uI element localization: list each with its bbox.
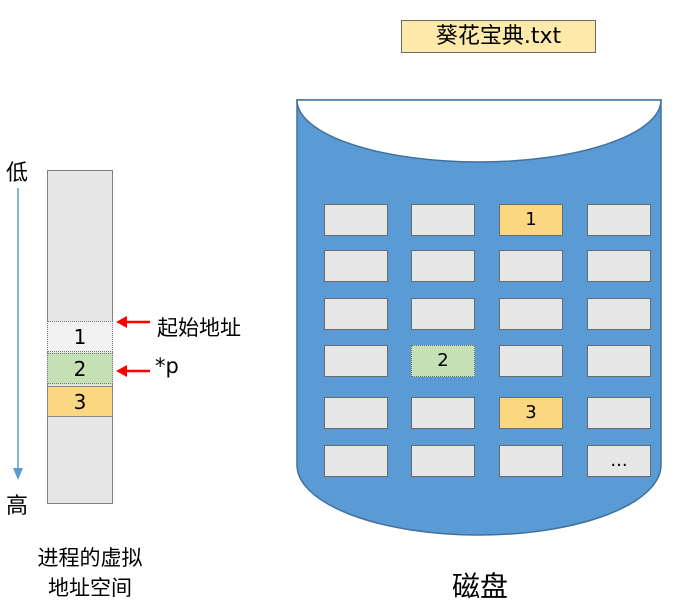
mapped-segment-1: 1: [47, 321, 113, 352]
disk-block-r3-c2: [411, 298, 475, 330]
virtual-space-caption-line1: 进程的虚拟: [37, 546, 143, 570]
disk-block-r4-c1: [324, 345, 388, 377]
low-address-label: 低: [6, 161, 29, 186]
pointer-arrowhead: [116, 365, 127, 377]
disk-block-r4-c3: [499, 345, 563, 377]
disk-block-r1-c2: [411, 204, 475, 236]
disk-block-r5-c3: 3: [499, 397, 563, 429]
disk-block-r2-c1: [324, 250, 388, 282]
disk-block-r1-c1: [324, 204, 388, 236]
disk-block-r5-c2: [411, 397, 475, 429]
disk-block-r2-c3: [499, 250, 563, 282]
disk-block-r3-c3: [499, 298, 563, 330]
disk-block-r6-c2: [411, 445, 475, 477]
disk-block-r4-c4: [587, 345, 651, 377]
disk-block-r5-c4: [587, 397, 651, 429]
disk-caption: 磁盘: [452, 570, 509, 603]
disk-block-r4-c2: 2: [411, 345, 475, 377]
mapped-segment-2: 2: [47, 353, 113, 384]
disk-block-r6-c3: [499, 445, 563, 477]
pointer-label: *p: [155, 354, 179, 378]
disk-block-r6-c4: ...: [587, 445, 651, 477]
disk-body: [296, 99, 662, 536]
disk-block-r6-c1: [324, 445, 388, 477]
file-name-label: 葵花宝典.txt: [401, 20, 596, 53]
disk-block-r2-c2: [411, 250, 475, 282]
disk-block-r2-c4: [587, 250, 651, 282]
start-address-arrowhead: [116, 316, 127, 328]
disk-block-r1-c4: [587, 204, 651, 236]
mapped-segment-3: 3: [47, 386, 113, 417]
disk-block-r5-c1: [324, 397, 388, 429]
virtual-space-caption: 进程的虚拟 地址空间: [5, 543, 175, 603]
start-address-label: 起始地址: [157, 316, 241, 340]
disk-block-r3-c4: [587, 298, 651, 330]
disk-block-r3-c1: [324, 298, 388, 330]
address-axis-arrowhead: [13, 468, 23, 480]
disk-top-ellipse: [296, 99, 662, 163]
virtual-space-caption-line2: 地址空间: [48, 576, 132, 600]
disk-block-r1-c3: 1: [499, 204, 563, 236]
high-address-label: 高: [6, 494, 29, 519]
